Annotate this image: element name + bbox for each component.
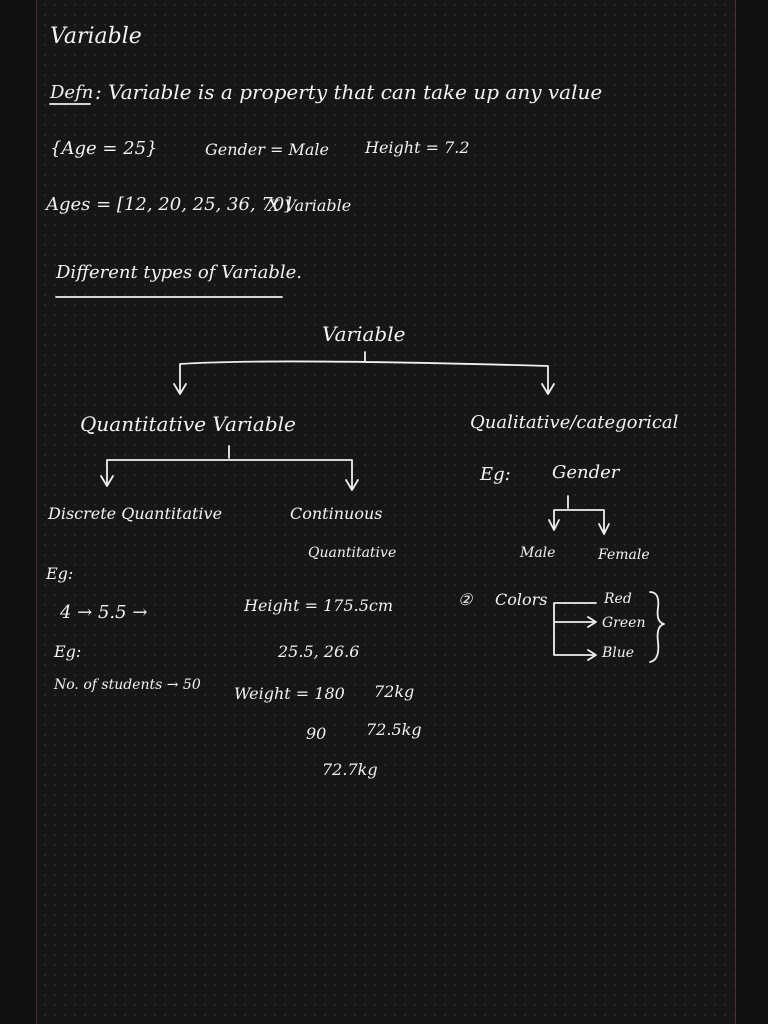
color-item-red: Red bbox=[604, 591, 632, 607]
quant-arrow-right bbox=[345, 479, 359, 491]
tree-quantitative: Quantitative Variable bbox=[80, 412, 296, 436]
colors-arrow-blue bbox=[587, 649, 597, 661]
colors-brace bbox=[649, 591, 665, 663]
qualitative-female: Female bbox=[598, 547, 650, 563]
qualitative-male: Male bbox=[520, 545, 556, 561]
continuous-height: Height = 175.5cm bbox=[244, 596, 394, 615]
continuous-w3: 72.5kg bbox=[366, 720, 422, 739]
root-arrow-left bbox=[173, 383, 187, 395]
colors-bracket bbox=[553, 602, 597, 656]
example-gender: Gender = Male bbox=[205, 140, 329, 159]
continuous-values: 25.5, 26.6 bbox=[278, 642, 360, 661]
ages-list: Ages = [12, 20, 25, 36, 70] bbox=[46, 194, 292, 215]
page-edge-right bbox=[735, 0, 768, 1024]
root-bracket bbox=[179, 351, 549, 393]
quant-arrow-left bbox=[100, 475, 114, 487]
discrete-students: No. of students → 50 bbox=[54, 677, 201, 693]
continuous-w4: 72.7kg bbox=[322, 760, 378, 779]
colors-number: ② bbox=[458, 590, 473, 609]
quant-bracket bbox=[106, 445, 353, 489]
example-height: Height = 7.2 bbox=[365, 138, 470, 157]
gender-arrow-right bbox=[598, 523, 610, 535]
page-title: Variable bbox=[50, 24, 142, 49]
discrete-eg-2: Eg: bbox=[54, 642, 82, 661]
continuous-weight: Weight = 180 bbox=[234, 684, 345, 703]
color-item-green: Green bbox=[602, 615, 646, 631]
tree-qualitative: Qualitative/categorical bbox=[470, 412, 679, 433]
discrete-arrow-example: 4 → 5.5 → bbox=[60, 602, 148, 623]
color-item-blue: Blue bbox=[602, 645, 635, 661]
continuous-w2: 90 bbox=[306, 724, 327, 743]
qualitative-gender: Gender bbox=[552, 462, 620, 483]
definition-text: : Variable is a property that can take u… bbox=[95, 80, 603, 104]
discrete-eg-1: Eg: bbox=[46, 564, 74, 583]
types-heading: Different types of Variable. bbox=[56, 262, 302, 283]
qualitative-eg: Eg: bbox=[480, 464, 511, 485]
gender-arrow-left bbox=[548, 519, 560, 531]
ages-note: X Variable bbox=[268, 196, 352, 215]
tree-root: Variable bbox=[322, 322, 406, 346]
tree-continuous-2: Quantitative bbox=[308, 545, 397, 561]
tree-discrete: Discrete Quantitative bbox=[48, 504, 223, 523]
continuous-w1: 72kg bbox=[374, 682, 415, 701]
page-edge-left bbox=[0, 0, 37, 1024]
example-age: {Age = 25} bbox=[50, 138, 158, 159]
tree-continuous-1: Continuous bbox=[290, 504, 383, 523]
gender-bracket bbox=[553, 495, 605, 533]
colors-arrow-green bbox=[587, 616, 597, 628]
colors-label: Colors bbox=[495, 590, 548, 609]
definition-label: Defn bbox=[50, 82, 94, 103]
root-arrow-right bbox=[541, 383, 555, 395]
